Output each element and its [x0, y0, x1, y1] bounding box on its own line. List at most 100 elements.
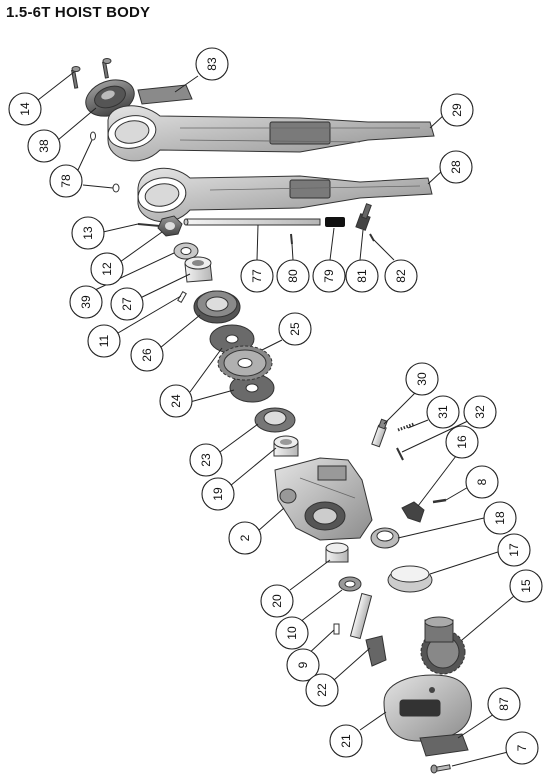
callout-label: 20 — [270, 594, 284, 608]
callout-label: 82 — [394, 269, 408, 283]
part-29-upper-frame — [107, 105, 435, 162]
callout-87: 87 — [487, 687, 521, 721]
callout-label: 32 — [473, 405, 487, 419]
callout-14: 14 — [8, 92, 42, 126]
callout-label: 78 — [59, 174, 73, 188]
callout-15: 15 — [509, 569, 543, 603]
diagram-title: 1.5-6T HOIST BODY — [6, 4, 151, 21]
callout-32: 32 — [463, 395, 497, 429]
part-20-bushing — [325, 542, 349, 563]
part-7-bolt — [430, 764, 451, 774]
callout-label: 26 — [140, 348, 154, 362]
callout-13: 13 — [71, 216, 105, 250]
callout-label: 17 — [507, 543, 521, 557]
callout-28: 28 — [439, 150, 473, 184]
part-39-washer — [173, 242, 199, 260]
callout-label: 18 — [493, 511, 507, 525]
callout-21: 21 — [329, 724, 363, 758]
part-28-lower-frame — [137, 167, 433, 223]
part-24-discs — [209, 324, 275, 403]
callout-78: 78 — [49, 164, 83, 198]
callout-label: 8 — [475, 478, 489, 485]
callout-label: 7 — [515, 744, 529, 751]
part-77-rod — [183, 218, 321, 226]
callout-label: 14 — [18, 102, 32, 116]
callout-label: 15 — [519, 579, 533, 593]
part-21-cover — [383, 674, 472, 742]
callout-30: 30 — [405, 362, 439, 396]
callout-label: 2 — [238, 534, 252, 541]
callout-label: 11 — [97, 334, 111, 347]
part-18-bearing — [370, 527, 400, 549]
callout-label: 22 — [315, 683, 329, 697]
callout-17: 17 — [497, 533, 531, 567]
callout-23: 23 — [189, 443, 223, 477]
part-16-pawl — [401, 501, 425, 523]
callout-label: 38 — [37, 139, 51, 153]
callout-label: 83 — [205, 57, 219, 71]
callout-label: 25 — [288, 322, 302, 336]
callout-label: 79 — [322, 269, 336, 283]
callout-label: 87 — [497, 697, 511, 711]
callout-label: 28 — [449, 160, 463, 174]
callout-label: 31 — [436, 405, 450, 419]
part-17-ring — [387, 565, 433, 593]
callout-38: 38 — [27, 129, 61, 163]
part-2-gearbox-body — [274, 457, 373, 541]
callout-7: 7 — [505, 731, 539, 765]
callout-label: 19 — [211, 487, 225, 501]
callout-label: 12 — [100, 262, 114, 276]
callout-label: 24 — [169, 394, 183, 408]
callout-24: 24 — [159, 384, 193, 418]
leader-lines — [37, 71, 515, 767]
callout-22: 22 — [305, 673, 339, 707]
callout-18: 18 — [483, 501, 517, 535]
callout-31: 31 — [426, 395, 460, 429]
callout-25: 25 — [278, 312, 312, 346]
callout-label: 77 — [250, 269, 264, 283]
part-87-nameplate — [419, 733, 469, 757]
callout-label: 27 — [120, 297, 134, 311]
part-13-pin — [137, 223, 161, 227]
callout-label: 9 — [296, 661, 310, 668]
part-32-pin — [396, 447, 404, 461]
callout-11: 11 — [87, 324, 121, 358]
callout-16: 16 — [445, 425, 479, 459]
callout-29: 29 — [440, 93, 474, 127]
callout-81: 81 — [345, 259, 379, 293]
part-30-shaft — [371, 418, 388, 448]
callout-26: 26 — [130, 338, 164, 372]
part-83-label — [137, 84, 193, 105]
part-19-bearing — [273, 435, 299, 457]
callout-label: 80 — [286, 269, 300, 283]
part-15-load-gear — [420, 616, 466, 675]
callout-label: 30 — [415, 372, 429, 386]
callout-2: 2 — [228, 521, 262, 555]
callout-39: 39 — [69, 285, 103, 319]
part-81-knob — [355, 203, 372, 231]
part-82-pin — [369, 233, 375, 242]
callout-label: 23 — [199, 453, 213, 467]
callout-82: 82 — [384, 259, 418, 293]
part-8-screw — [432, 498, 447, 504]
callout-83: 83 — [195, 47, 229, 81]
part-79-spacer — [325, 217, 345, 227]
callout-8: 8 — [465, 465, 499, 499]
callout-19: 19 — [201, 477, 235, 511]
part-12-nut — [157, 215, 183, 237]
part-14-bolts — [71, 58, 112, 89]
callout-label: 10 — [285, 626, 299, 640]
callout-9: 9 — [286, 648, 320, 682]
part-10-washer — [338, 576, 362, 592]
part-80-pin — [290, 233, 293, 245]
callout-27: 27 — [110, 287, 144, 321]
callout-10: 10 — [275, 616, 309, 650]
callout-label: 21 — [339, 734, 353, 748]
part-9-key — [333, 623, 340, 635]
callout-77: 77 — [240, 259, 274, 293]
callout-label: 81 — [355, 269, 369, 283]
callout-label: 39 — [79, 295, 93, 309]
part-27-bushing — [184, 256, 213, 283]
callout-label: 13 — [81, 226, 95, 240]
